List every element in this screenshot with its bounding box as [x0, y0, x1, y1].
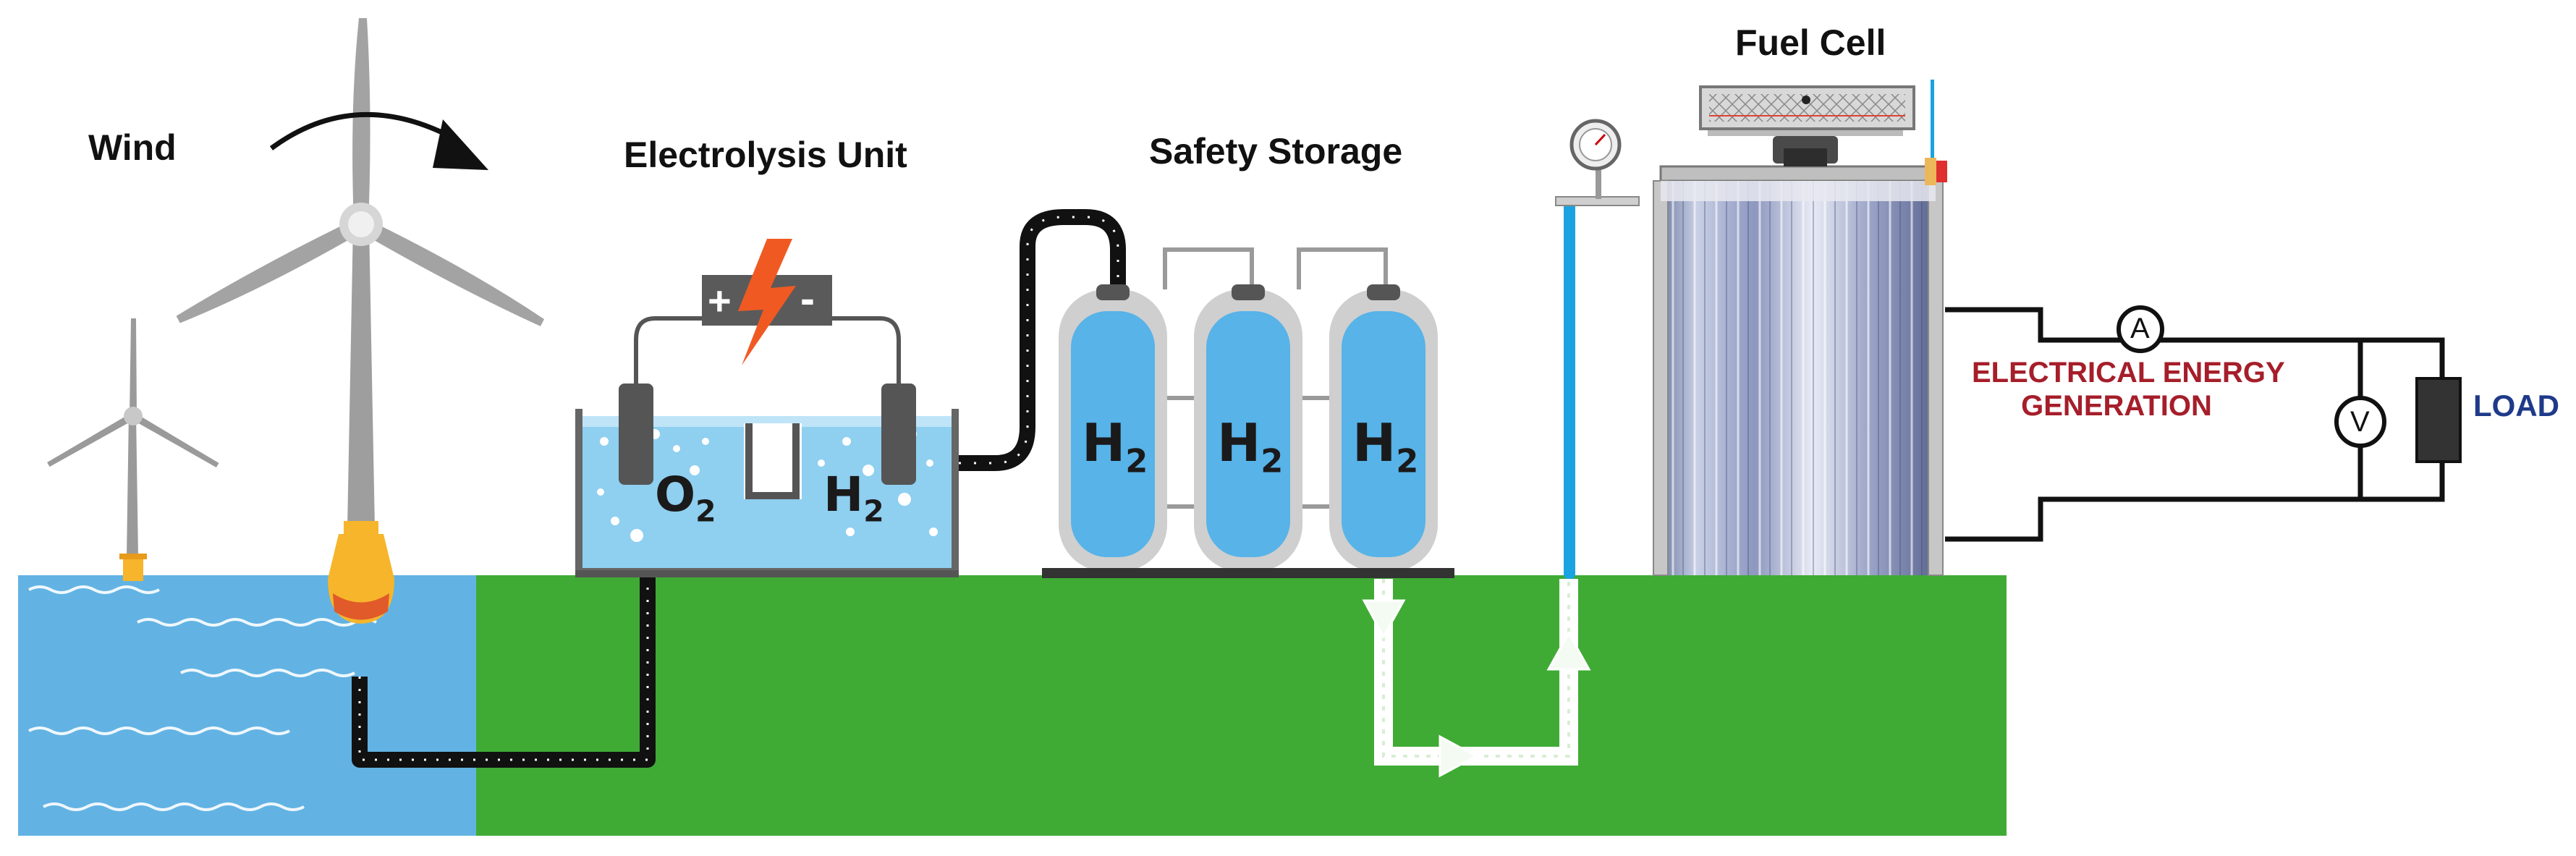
tank-1-h2-label: H2 — [1082, 412, 1148, 480]
ammeter-label: A — [2130, 313, 2150, 344]
tank-3-h2-label: H2 — [1352, 412, 1419, 480]
safety-storage-label: Safety Storage — [1149, 131, 1403, 171]
lightning-bolt-icon — [738, 239, 796, 365]
electrode-wires — [634, 316, 901, 383]
tank-2-h2-label: H2 — [1217, 412, 1284, 480]
electrode-left — [619, 383, 653, 485]
fuel-cell-stack — [1653, 165, 1944, 576]
storage-base — [1042, 568, 1454, 578]
wind-label: Wind — [88, 127, 177, 168]
sea — [18, 575, 481, 836]
battery-plus-sign: + — [708, 278, 732, 323]
ammeter-icon — [2117, 305, 2164, 353]
storage-tank-2 — [1194, 284, 1302, 572]
fuel-cell-outlet — [1925, 80, 1947, 185]
load-label: LOAD — [2473, 389, 2559, 423]
hydrogen-label: H2 — [823, 467, 884, 529]
large-wind-turbine — [176, 18, 545, 624]
fuel-cell-inlet-pipe — [1555, 166, 1640, 579]
pressure-gauge-icon — [1569, 119, 1622, 171]
electrode-right — [881, 383, 916, 485]
fuel-cell-cap — [1699, 85, 1915, 166]
sea-waves — [28, 585, 377, 811]
fuel-cell-label: Fuel Cell — [1735, 22, 1886, 63]
storage-tank-1 — [1059, 284, 1167, 572]
hydrogen-supply-pipe — [959, 209, 1126, 471]
circuit-wires — [1945, 307, 2445, 542]
load-resistor — [2415, 377, 2462, 463]
generation-line-1: ELECTRICAL ENERGY — [1972, 357, 2285, 389]
underground-hydrogen-pipe — [1362, 579, 1591, 778]
battery-minus-sign: - — [800, 274, 815, 323]
electrolysis-unit-label: Electrolysis Unit — [624, 135, 907, 175]
storage-tank-3 — [1329, 284, 1438, 572]
underground-power-cable — [352, 575, 656, 768]
generation-line-2: GENERATION — [2021, 390, 2212, 422]
voltmeter-label: V — [2350, 406, 2370, 438]
rotation-arrow-icon — [269, 111, 488, 170]
land — [476, 575, 2007, 836]
small-wind-turbine — [47, 318, 219, 581]
voltmeter-icon — [2334, 396, 2386, 448]
electrical-energy-generation-label: ELECTRICAL ENERGY GENERATION — [1972, 356, 2285, 423]
oxygen-label: O2 — [655, 467, 716, 529]
